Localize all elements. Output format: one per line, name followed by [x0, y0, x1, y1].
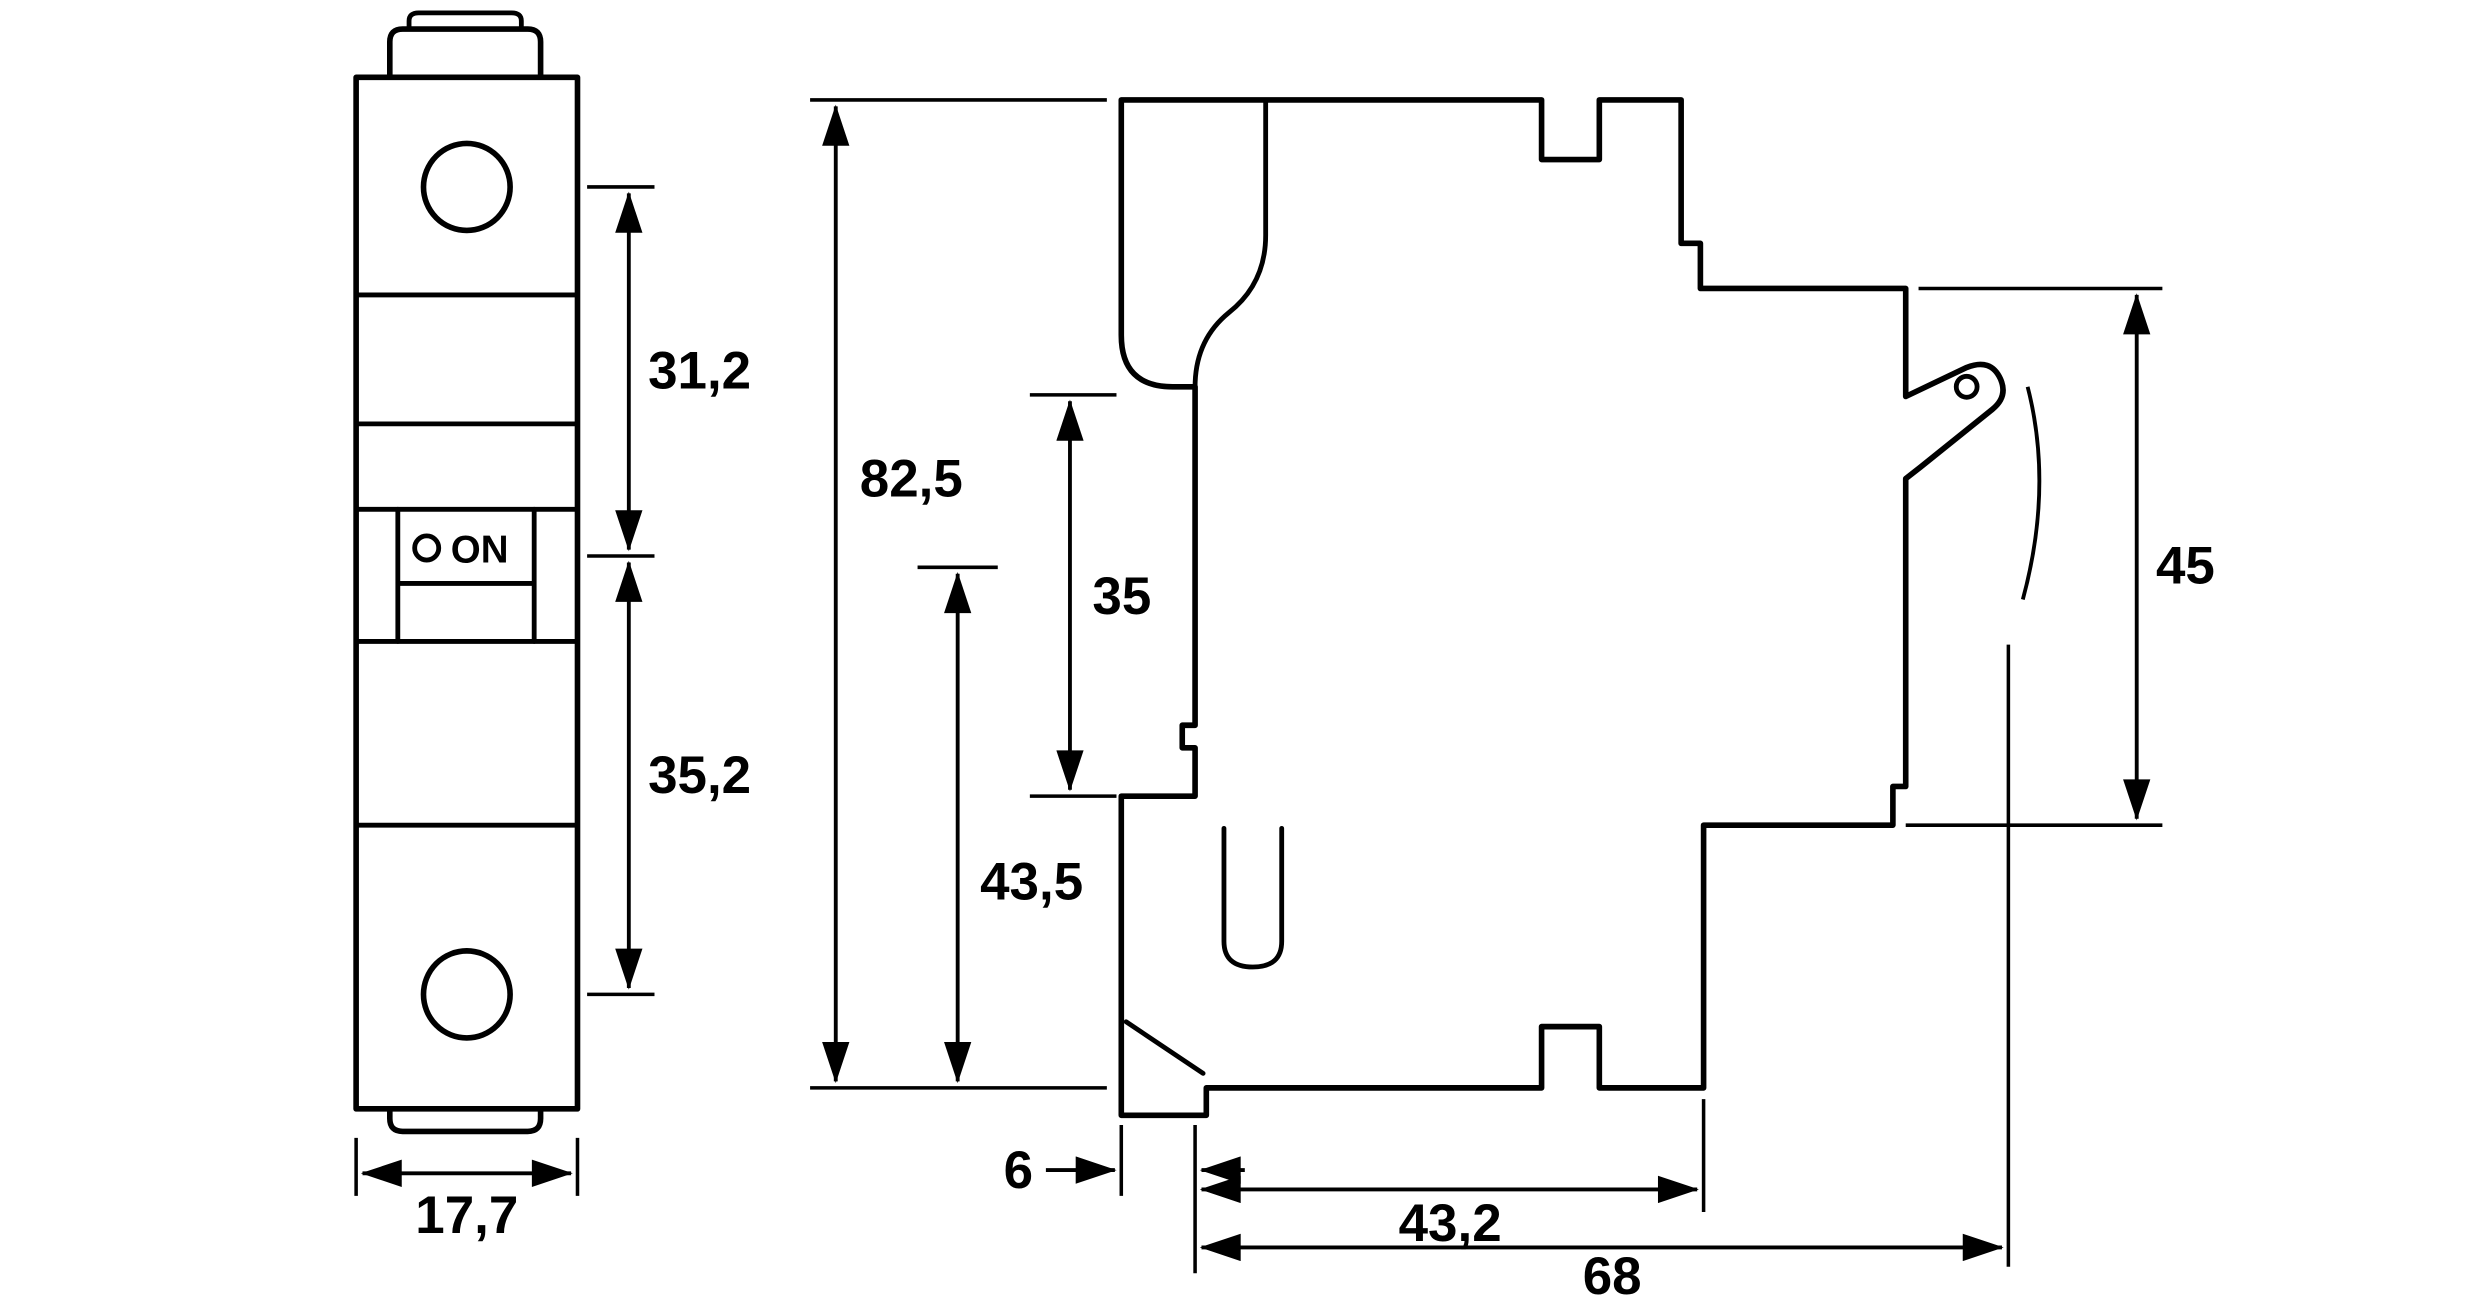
side-view — [1118, 97, 2042, 1119]
dim-label-width: 17,7 — [415, 1186, 518, 1245]
switch-window — [395, 506, 537, 644]
side-view-dimensions: 82,5 43,5 35 45 6 43,2 — [810, 98, 2215, 1299]
dim-label-bottom-to-recess: 43,5 — [980, 852, 1083, 911]
dim-total-depth: 68 — [1199, 644, 2011, 1299]
toggle-hole — [1953, 373, 1980, 400]
terminal-screw-top — [420, 140, 513, 234]
side-view-outline — [1118, 97, 2006, 1119]
extension-line — [1905, 286, 2163, 827]
toggle-travel-arc — [2020, 386, 2042, 601]
dim-label-recess-height: 35 — [1092, 567, 1151, 626]
bottom-mounting-clip — [386, 1106, 544, 1135]
dim-recess-height: 35 — [1029, 393, 1151, 798]
dim-front-face-height: 45 — [1905, 286, 2215, 827]
terminal-screw-bottom — [420, 948, 513, 1041]
dim-label-front-face-height: 45 — [2156, 536, 2215, 595]
dim-body-depth: 43,2 — [1199, 1099, 1706, 1253]
extension-line — [354, 1137, 580, 1196]
dim-label-total-height: 82,5 — [860, 449, 963, 508]
top-mounting-clip-lip — [406, 10, 524, 32]
dim-bottom-section: 35,2 — [615, 560, 751, 990]
dim-label-top-section: 31,2 — [648, 341, 751, 400]
dim-width: 17,7 — [354, 1137, 580, 1245]
terminal-block-joint-line — [1192, 97, 1269, 390]
front-view: ON — [353, 10, 581, 1135]
dim-label-bottom-section: 35,2 — [648, 746, 751, 805]
dim-top-section: 31,2 — [587, 185, 751, 997]
dim-rail-offset: 6 — [1004, 1124, 1245, 1274]
extension-line — [1029, 393, 1117, 798]
front-divider-lines — [353, 292, 580, 828]
extension-line — [587, 185, 655, 997]
front-body — [353, 74, 581, 1112]
on-label: ON — [451, 528, 509, 571]
rail-clip-slot — [1221, 825, 1285, 970]
dim-label-rail-offset: 6 — [1004, 1141, 1033, 1200]
on-indicator-icon — [412, 533, 442, 563]
extension-line — [810, 98, 1107, 1090]
rail-clip-diagonal — [1123, 1019, 1206, 1076]
dim-label-total-depth: 68 — [1583, 1247, 1642, 1299]
dim-label-body-depth: 43,2 — [1399, 1194, 1502, 1253]
front-view-dimensions: 31,2 35,2 17,7 — [354, 185, 751, 1245]
top-mounting-clip — [386, 26, 544, 81]
extension-line — [1119, 1124, 1197, 1274]
dim-bottom-to-recess: 43,5 — [917, 565, 1083, 1084]
dim-total-height: 82,5 — [810, 98, 1107, 1090]
